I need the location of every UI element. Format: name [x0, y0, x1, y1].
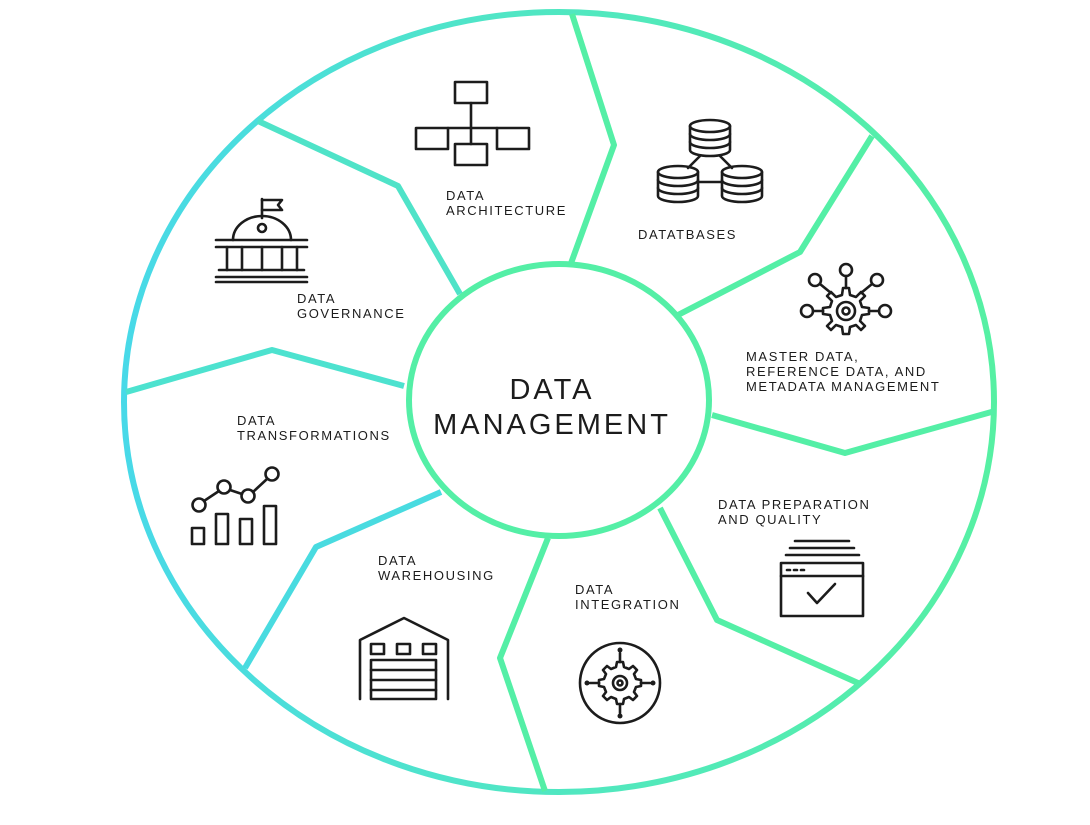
database-cylinders-icon: [656, 118, 764, 204]
center-title-line-1: DATA: [509, 374, 594, 406]
divider-master-preparation: [711, 408, 996, 456]
warehouse-icon: [358, 616, 450, 701]
segment-label-line: DATA: [378, 553, 417, 568]
divider-databases-master: [676, 134, 875, 318]
segment-dividers: [125, 13, 996, 792]
center-title-line-2: MANAGEMENT: [433, 409, 671, 441]
segment-data-transformations: DATA TRANSFORMATIONS: [190, 413, 391, 546]
segment-label-line: DATA: [575, 582, 614, 597]
segment-label-line: GOVERNANCE: [297, 306, 405, 321]
gear-network-icon: [799, 262, 893, 336]
gear-compass-icon: [578, 641, 662, 725]
hierarchy-chart-icon: [414, 80, 531, 167]
segment-master-data: MASTER DATA, REFERENCE DATA, AND METADAT…: [746, 262, 940, 394]
divider-architecture-databases: [567, 13, 617, 268]
segment-label-line: MASTER DATA,: [746, 349, 859, 364]
segment-data-governance: DATA GOVERNANCE: [214, 197, 405, 321]
government-building-icon: [214, 197, 309, 284]
segment-label-line: INTEGRATION: [575, 597, 680, 612]
divider-governance-architecture: [256, 118, 463, 296]
outer-ring: [121, 9, 997, 795]
divider-integration-warehousing: [497, 536, 551, 792]
divider-transformations-governance: [125, 347, 405, 395]
segment-data-preparation: DATA PREPARATION AND QUALITY: [718, 497, 871, 618]
segment-data-warehousing: DATA WAREHOUSING: [358, 553, 495, 701]
segment-label-line: WAREHOUSING: [378, 568, 495, 583]
segment-label-line: REFERENCE DATA, AND: [746, 364, 927, 379]
checklist-window-icon: [779, 539, 865, 618]
segment-label-line: DATA: [237, 413, 276, 428]
center-circle: [406, 261, 712, 539]
divider-warehousing-transformations: [242, 489, 443, 670]
segment-databases: DATATBASES: [638, 118, 764, 242]
segment-label-line: DATA: [297, 291, 336, 306]
segment-data-integration: DATA INTEGRATION: [575, 582, 680, 725]
segment-label-line: TRANSFORMATIONS: [237, 428, 391, 443]
segment-data-architecture: DATA ARCHITECTURE: [414, 80, 567, 218]
segment-label-line: AND QUALITY: [718, 512, 822, 527]
segment-label-line: DATATBASES: [638, 227, 737, 242]
line-bar-chart-icon: [190, 466, 280, 546]
segment-label-line: DATA PREPARATION: [718, 497, 871, 512]
divider-preparation-integration: [657, 506, 860, 686]
segment-label-line: DATA: [446, 188, 485, 203]
segment-label-line: ARCHITECTURE: [446, 203, 567, 218]
segment-label-line: METADATA MANAGEMENT: [746, 379, 940, 394]
